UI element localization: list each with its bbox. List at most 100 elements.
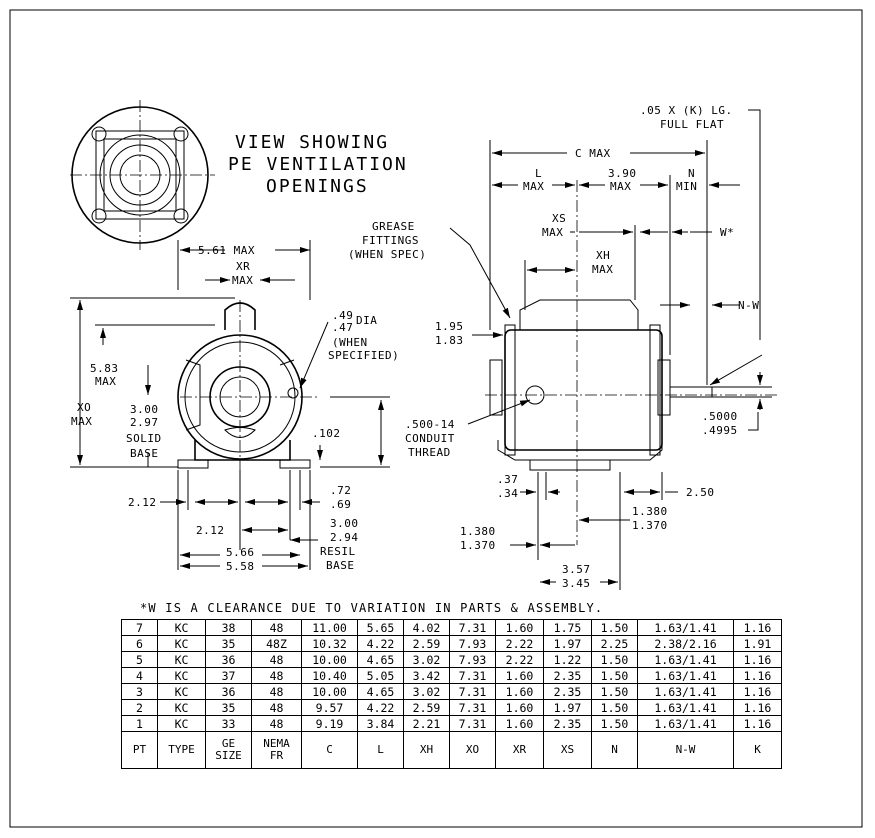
table-cell: 1.16 [733, 651, 782, 668]
label-conduit: CONDUIT [405, 432, 455, 445]
table-cell: 10.00 [301, 683, 358, 700]
dim-2-50: 2.50 [686, 486, 715, 499]
table-cell: 4 [121, 667, 158, 684]
table-cell: KC [157, 635, 206, 652]
dim-xh-max: MAX [592, 263, 613, 276]
table-cell: 3.02 [403, 683, 450, 700]
view-title-line3: OPENINGS [266, 176, 369, 197]
table-cell: 4.22 [357, 635, 404, 652]
table-header-cell: L [357, 731, 404, 769]
table-cell: 1.63/1.41 [637, 667, 734, 684]
table-cell: 3.42 [403, 667, 450, 684]
dim-3-00: 3.00 [130, 403, 159, 416]
dim-49: .49 [332, 309, 353, 322]
table-header-cell: GE SIZE [205, 731, 252, 769]
dim-n-w: N-W [738, 299, 759, 312]
table-cell: 33 [205, 715, 252, 732]
table-cell: 1.75 [543, 619, 592, 636]
table-cell: KC [157, 651, 206, 668]
table-cell: 37 [205, 667, 252, 684]
label-when: (WHEN [332, 336, 368, 349]
table-header-cell: NEMA FR [251, 731, 302, 769]
table-cell: 5.65 [357, 619, 404, 636]
label-when-spec: (WHEN SPEC) [348, 248, 426, 261]
table-cell: 1.63/1.41 [637, 683, 734, 700]
table-cell: 48 [251, 619, 302, 636]
dim-2-94: 2.94 [330, 531, 359, 544]
dim-72: .72 [330, 484, 351, 497]
dim-37: .37 [497, 473, 518, 486]
dim-47: .47 [332, 321, 353, 334]
table-cell: 7.31 [449, 683, 496, 700]
table-cell: 3.84 [357, 715, 404, 732]
front-view [177, 300, 320, 470]
dim-5000: .5000 [702, 410, 738, 423]
table-header-cell: XO [449, 731, 496, 769]
table-cell: 2 [121, 699, 158, 716]
table-cell: 1.16 [733, 683, 782, 700]
dim-3-90-max: MAX [610, 180, 631, 193]
table-cell: 1.16 [733, 715, 782, 732]
table-header-cell: PT [121, 731, 158, 769]
table-cell: 2.59 [403, 699, 450, 716]
table-cell: 1 [121, 715, 158, 732]
label-specified: SPECIFIED) [328, 349, 399, 362]
table-cell: 7.31 [449, 619, 496, 636]
table-cell: 36 [205, 651, 252, 668]
dim-xh: XH [596, 249, 610, 262]
dim-xo: XO [77, 401, 91, 414]
dim-w-star: W* [720, 226, 734, 239]
dim-5-61-max: 5.61 MAX [198, 244, 255, 257]
dim-3-45: 3.45 [562, 577, 591, 590]
table-header-cell: K [733, 731, 782, 769]
table-cell: 5 [121, 651, 158, 668]
dim-102: .102 [312, 427, 341, 440]
view-title-line2: PE VENTILATION [228, 154, 408, 175]
table-cell: KC [157, 683, 206, 700]
dim-l-max: MAX [523, 180, 544, 193]
table-cell: 2.21 [403, 715, 450, 732]
dim-34: .34 [497, 487, 518, 500]
table-cell: 7.31 [449, 715, 496, 732]
table-cell: KC [157, 667, 206, 684]
table-cell: 2.35 [543, 667, 592, 684]
table-cell: 5.05 [357, 667, 404, 684]
table-header-cell: C [301, 731, 358, 769]
table-header-cell: N [591, 731, 638, 769]
dim-xr: XR [236, 260, 250, 273]
dim-2-12-a: 2.12 [128, 496, 157, 509]
table-cell: 1.50 [591, 667, 638, 684]
table-cell: 9.19 [301, 715, 358, 732]
label-base: BASE [130, 447, 159, 460]
table-cell: 7 [121, 619, 158, 636]
label-solid: SOLID [126, 432, 162, 445]
table-cell: 3.02 [403, 651, 450, 668]
dim-xr-max: MAX [232, 274, 253, 287]
dim-1-95: 1.95 [435, 320, 464, 333]
table-cell: 48 [251, 699, 302, 716]
table-cell: 2.35 [543, 683, 592, 700]
table-cell: 2.22 [495, 635, 544, 652]
table-cell: 2.22 [495, 651, 544, 668]
table-cell: 1.63/1.41 [637, 715, 734, 732]
table-cell: 4.02 [403, 619, 450, 636]
table-cell: 1.50 [591, 619, 638, 636]
view-title-line1: VIEW SHOWING [235, 132, 389, 153]
table-cell: 48 [251, 667, 302, 684]
dim-l: L [535, 167, 542, 180]
table-cell: 48 [251, 683, 302, 700]
table-cell: 48 [251, 715, 302, 732]
dim-5-66: 5.66 [226, 546, 255, 559]
label-grease: GREASE [372, 220, 415, 233]
table-cell: 36 [205, 683, 252, 700]
table-cell: 4.65 [357, 683, 404, 700]
dim-5-83: 5.83 [90, 362, 119, 375]
drawing-border [9, 9, 863, 828]
table-cell: 1.16 [733, 667, 782, 684]
